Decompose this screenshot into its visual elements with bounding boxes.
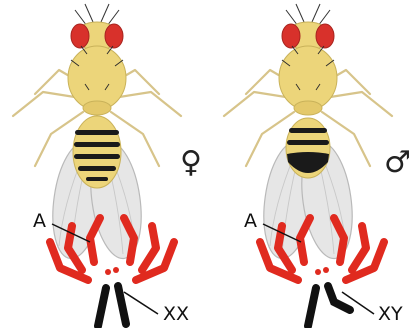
female-x-chromosomes [98,286,126,326]
female-sex-label: XX [163,303,189,325]
female-autosome-label: A [33,210,46,232]
male-symbol: ♂ [384,145,411,180]
male-abdomen [286,118,330,178]
female-abdomen [73,116,121,188]
female-sex-pointer [124,292,158,314]
male-xy-chromosomes [308,286,350,326]
female-symbol: ♀ [180,145,202,180]
male-sex-label: XY [378,303,403,325]
male-autosome-label: A [244,210,257,232]
